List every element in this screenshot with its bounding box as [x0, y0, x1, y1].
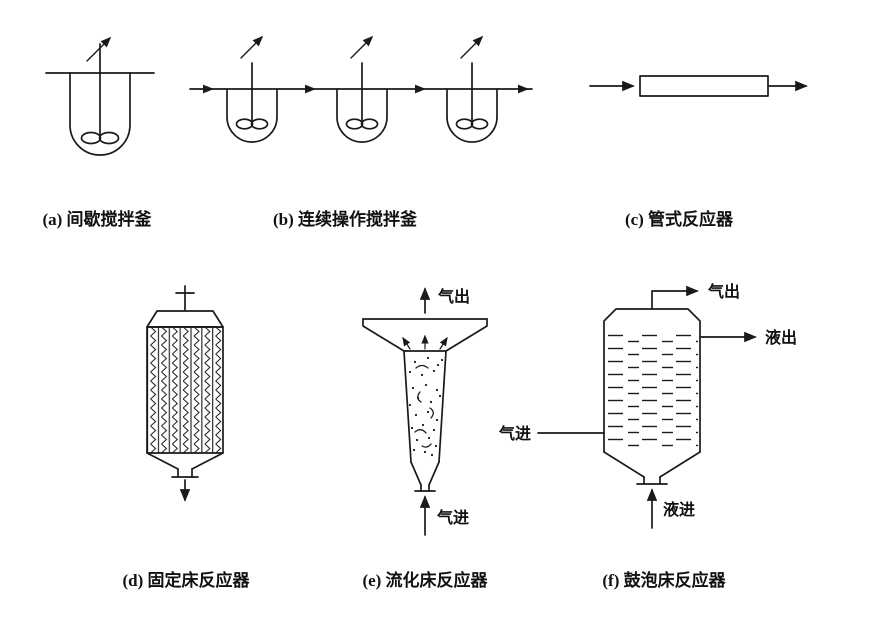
- caption-a: (a) 间歇搅拌釜: [42, 209, 152, 229]
- flow-arrow-icon: [305, 84, 316, 94]
- drive-arrow-icon: [460, 35, 484, 59]
- impeller-blade: [80, 131, 102, 145]
- tube-body: [639, 75, 769, 97]
- gas-flow-arrows: [402, 334, 448, 350]
- flow-arrow-icon: [415, 84, 426, 94]
- impeller-blade: [455, 118, 474, 130]
- impeller-blade: [360, 118, 379, 130]
- liquid-in-label: 液进: [663, 500, 695, 519]
- vessel-outline: [336, 88, 388, 143]
- catalyst-particles: [408, 356, 444, 457]
- stirred-tank: [336, 35, 388, 143]
- vessel-cone: [603, 451, 701, 478]
- stirred-tank: [446, 35, 498, 143]
- flow-arrow-icon: [439, 336, 448, 350]
- drive-arrow-icon: [240, 35, 264, 59]
- catalyst-tube-bundle: [146, 326, 224, 454]
- vessel-cone: [146, 452, 224, 470]
- gas-in-label: 气进: [436, 508, 469, 527]
- gas-out-label: 气出: [707, 282, 740, 301]
- flow-arrow-icon: [402, 336, 411, 350]
- liquid-out-label: 液出: [765, 328, 797, 347]
- vessel-head: [146, 310, 224, 328]
- flow-arrow-icon: [518, 84, 529, 94]
- caption-b: (b) 连续操作搅拌釜: [273, 209, 418, 229]
- fixed-bed-reactor: [146, 285, 224, 502]
- hood-sides: [362, 318, 488, 352]
- vessel-cone: [410, 461, 440, 486]
- bubble-column-reactor: 气出 液出 气进 液进: [498, 282, 797, 529]
- vessel-outline: [226, 88, 278, 143]
- gas-in-label: 气进: [498, 424, 531, 443]
- impeller-blade: [250, 118, 269, 130]
- cstr-series: [189, 35, 533, 143]
- caption-c: (c) 管式反应器: [625, 209, 734, 229]
- caption-d: (d) 固定床反应器: [122, 570, 250, 590]
- tubular-reactor: [589, 75, 808, 97]
- impeller-blade: [235, 118, 254, 130]
- vessel-outline: [69, 72, 131, 156]
- inlet-pipe: [643, 476, 661, 485]
- gas-out-pipe: [651, 285, 699, 310]
- drive-arrow-icon: [86, 36, 112, 62]
- gas-out-label: 气出: [437, 287, 470, 306]
- fluidized-bed-reactor: 气出 气: [362, 287, 488, 536]
- vessel-outline: [446, 88, 498, 143]
- drive-arrow-icon: [350, 35, 374, 59]
- stirred-tank: [226, 35, 278, 143]
- batch-stirred-tank: [45, 36, 155, 156]
- impeller-blade: [470, 118, 489, 130]
- caption-f: (f) 鼓泡床反应器: [602, 570, 726, 590]
- column-walls: [403, 350, 447, 463]
- impeller-blade: [345, 118, 364, 130]
- particle-swirls: [414, 364, 434, 448]
- caption-e: (e) 流化床反应器: [362, 570, 488, 590]
- outlet-pipe: [177, 468, 193, 478]
- bubbling-liquid: [606, 332, 698, 449]
- impeller-blade: [98, 131, 120, 145]
- inlet-pipe: [420, 484, 430, 492]
- flow-arrow-icon: [203, 84, 214, 94]
